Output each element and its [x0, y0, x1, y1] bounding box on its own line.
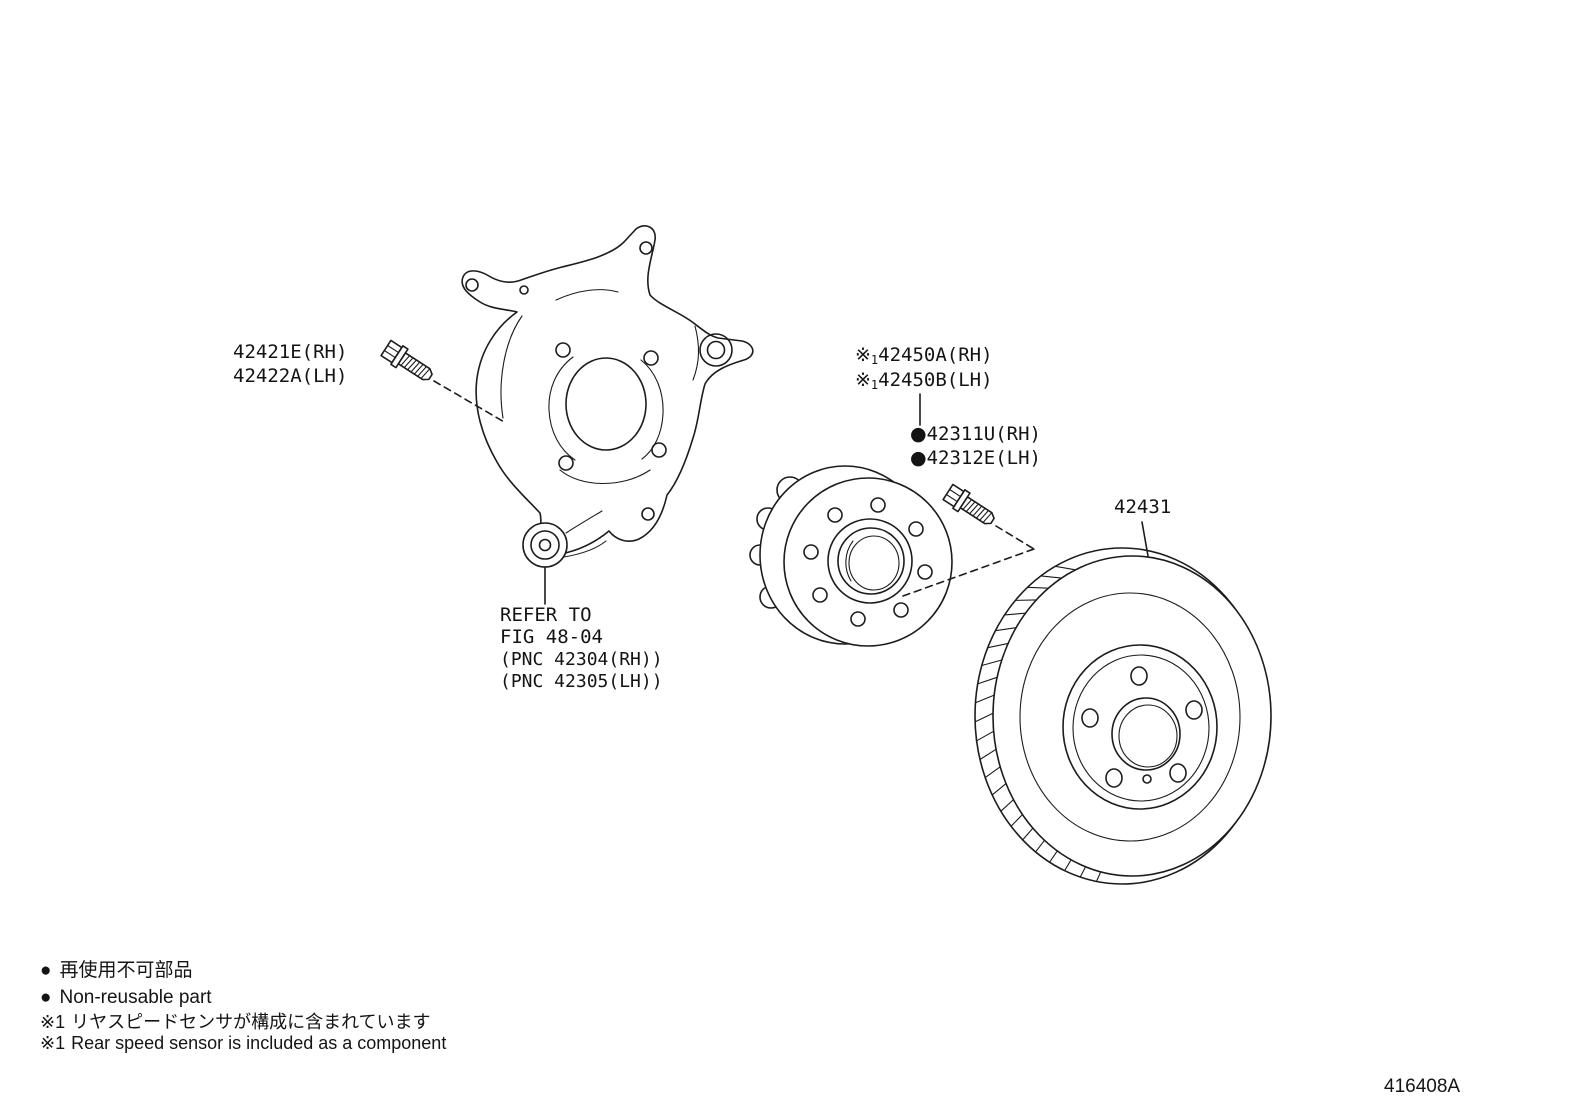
label-stud-lh: ●42312E(LH)	[910, 447, 1041, 469]
brake-disc-drawing	[974, 547, 1272, 885]
hub-stud-bolt-drawing	[942, 483, 995, 525]
drawing-id: 416408A	[1384, 1076, 1460, 1097]
disc-center-bore	[1111, 697, 1181, 771]
knuckle-hub-bore	[565, 357, 647, 451]
label-stud-rh: ●42311U(RH)	[910, 423, 1041, 445]
reference-mark-icon: ※1	[40, 1012, 65, 1032]
refer-line-1: REFER TO	[500, 604, 592, 626]
refer-line-2: FIG 48-04	[500, 626, 603, 648]
knuckle-arm-boss	[699, 333, 733, 367]
disc-friction-inner-edge	[1019, 592, 1241, 842]
legend-nonreusable-ja: ●再使用不可部品	[40, 959, 193, 981]
hub-flange	[783, 477, 953, 647]
part-labels: 42421E(RH) 42422A(LH) ※142450A(RH) ※1424…	[233, 341, 1171, 692]
stud-flange	[952, 489, 971, 513]
hub-assembly-drawing	[749, 465, 953, 647]
hub-stud-holes	[803, 497, 933, 627]
dashed-leader-stud-upper	[995, 525, 1035, 550]
refer-line-4: (PNC 42305(LH))	[500, 671, 663, 692]
nonreusable-bullet-icon: ●	[40, 960, 51, 981]
disc-hat-inner	[1072, 654, 1210, 802]
knuckle-bolt-drawing	[380, 339, 433, 381]
dashed-leader-knuckle-bolt	[433, 380, 507, 424]
knuckle-bolt-holes	[465, 241, 667, 521]
knuckle-drawing	[461, 225, 754, 568]
disc-hat-outer	[1062, 644, 1218, 810]
label-hub-lh: ※142450B(LH)	[855, 369, 993, 392]
reference-mark-icon: ※1	[40, 1033, 65, 1053]
bolt-flange	[390, 345, 409, 369]
disc-vent-hatching	[974, 565, 1102, 882]
nonreusable-bullet-icon: ●	[910, 423, 927, 445]
leader-lines	[433, 380, 1149, 605]
disc-stud-holes	[1081, 666, 1203, 788]
label-knuckle-bolt-lh: 42422A(LH)	[233, 365, 347, 387]
hub-center-bore	[827, 518, 913, 604]
label-hub-rh: ※142450A(RH)	[855, 344, 993, 367]
label-leader-disc	[1141, 521, 1149, 557]
nonreusable-bullet-icon: ●	[40, 987, 51, 1008]
nonreusable-bullet-icon: ●	[910, 447, 927, 469]
label-knuckle-bolt-rh: 42421E(RH)	[233, 341, 347, 363]
knuckle-outline	[461, 225, 754, 557]
label-disc: 42431	[1114, 496, 1171, 518]
legend-nonreusable-en: ●Non-reusable part	[40, 987, 212, 1008]
knuckle-bushing	[522, 522, 568, 568]
refer-line-3: (PNC 42304(RH))	[500, 649, 663, 670]
disc-face	[992, 555, 1272, 877]
